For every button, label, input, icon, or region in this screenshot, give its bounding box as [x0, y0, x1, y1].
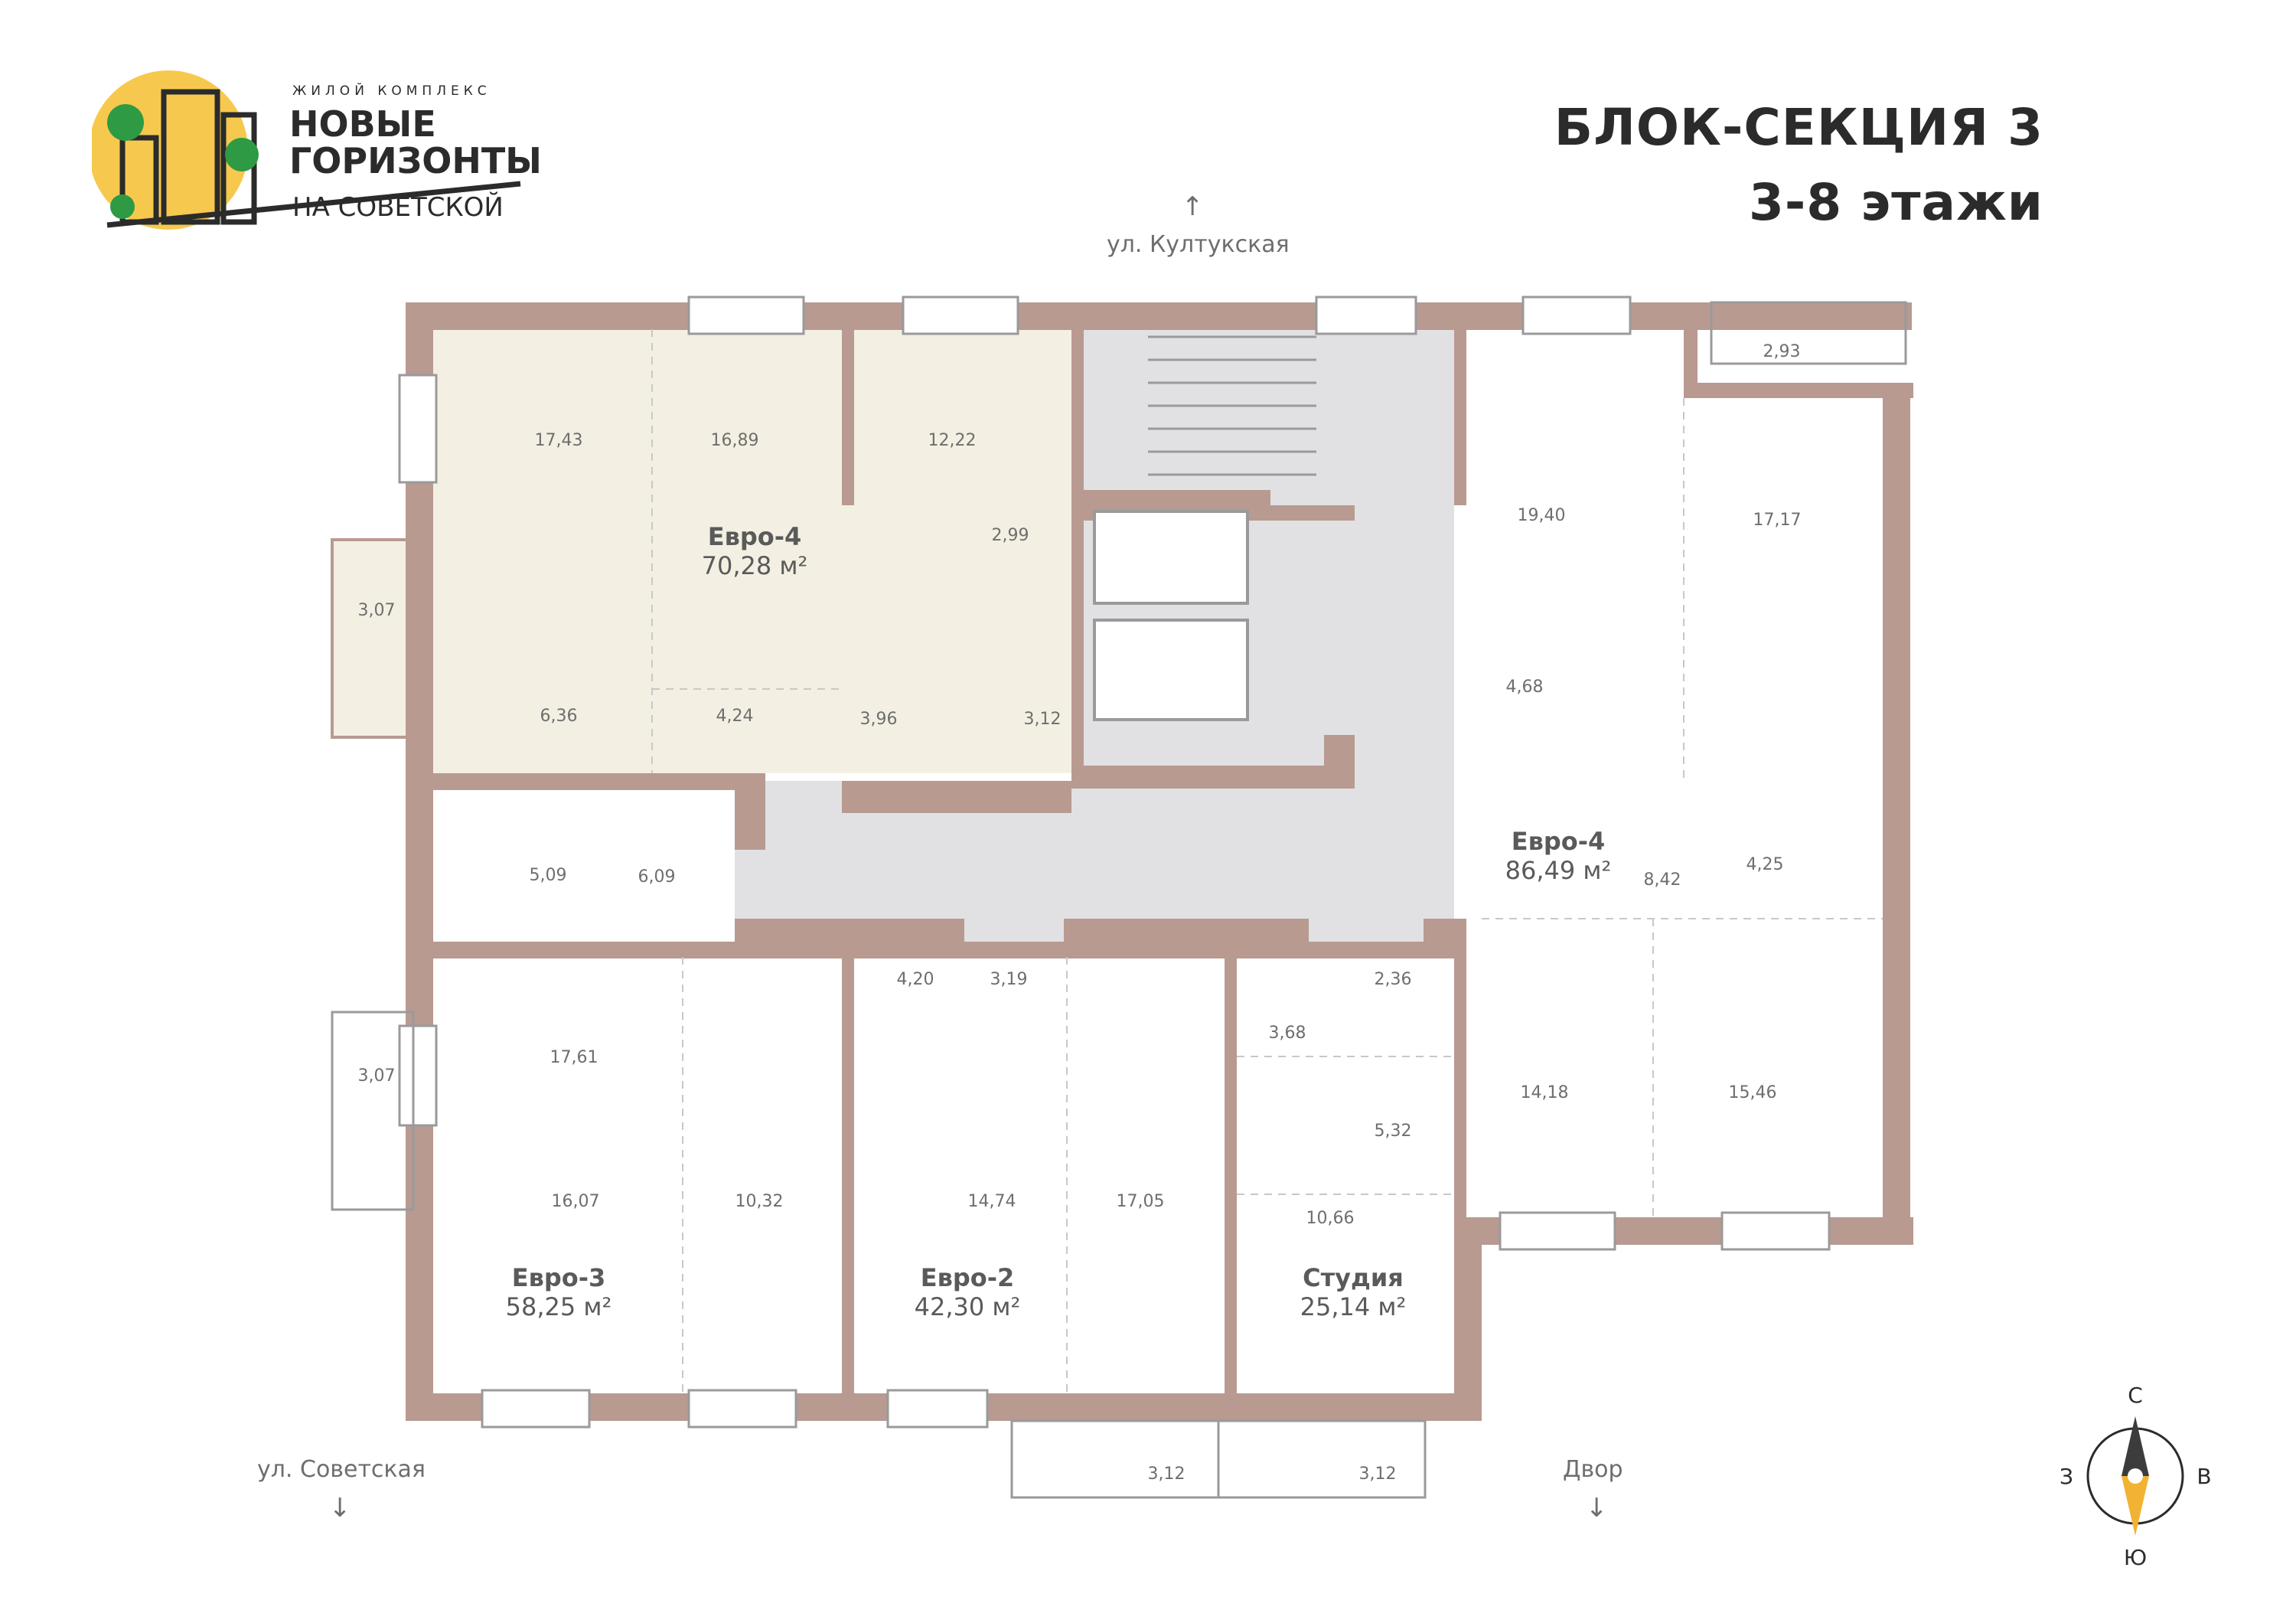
compass-n: С: [2128, 1383, 2143, 1408]
balconies: [331, 301, 1907, 1499]
room-area: 4,24: [716, 707, 754, 726]
room-area: 6,36: [540, 707, 578, 726]
stairs: [1148, 335, 1316, 476]
logo-buildings-icon: [119, 89, 257, 225]
block-title: БЛОК-СЕКЦИЯ 3: [1554, 98, 2043, 157]
room-area: 3,12: [1024, 710, 1062, 729]
compass-needle-icon: [2122, 1416, 2149, 1476]
apt-type-2: Евро-4: [1512, 827, 1606, 856]
room-area: 17,43: [535, 431, 583, 450]
room-area: 2,36: [1375, 970, 1412, 989]
room-area: 8,42: [1644, 870, 1681, 890]
room-area: 6,09: [638, 867, 676, 887]
apt-type-4: Евро-2: [921, 1263, 1015, 1292]
room-area: 10,66: [1306, 1209, 1355, 1228]
compass: С Ю З В: [2051, 1378, 2219, 1577]
room-area: 14,18: [1521, 1083, 1569, 1102]
north-arrow-icon: ↑: [1182, 191, 1204, 222]
room-area: 16,89: [711, 431, 759, 450]
logo-line2: ГОРИЗОНТЫ: [289, 140, 542, 181]
balcony-west-top: [331, 538, 415, 739]
apt-area-4: 42,30 м²: [915, 1292, 1021, 1321]
logo: ЖИЛОЙ КОМПЛЕКС НОВЫЕ ГОРИЗОНТЫ НА СОВЕТС…: [89, 61, 551, 245]
yard-arrow-icon: ↓: [1586, 1493, 1608, 1523]
apt-area-1: 70,28 м²: [702, 551, 808, 580]
room-area: 17,17: [1753, 511, 1802, 530]
apt-type-3: Евро-3: [512, 1263, 606, 1292]
room-area: 2,99: [992, 526, 1029, 545]
room-area: 3,07: [358, 601, 396, 620]
compass-s: Ю: [2124, 1545, 2147, 1570]
windows: [398, 296, 1831, 1429]
compass-e: В: [2197, 1464, 2211, 1489]
room-area: 4,25: [1746, 855, 1784, 874]
room-area: 3,19: [990, 970, 1028, 989]
room-area: 17,61: [550, 1048, 598, 1067]
room-area: 12,22: [928, 431, 977, 450]
room-area: 16,07: [552, 1192, 600, 1211]
apt-type-5: Студия: [1303, 1263, 1404, 1292]
room-area: 5,32: [1375, 1122, 1412, 1141]
logo-line3: НА СОВЕТСКОЙ: [292, 191, 504, 223]
apt-type-1: Евро-4: [708, 522, 802, 551]
street-southwest: ул. Советская: [257, 1456, 426, 1483]
room-area: 3,12: [1148, 1465, 1186, 1484]
room-area: 17,05: [1117, 1192, 1165, 1211]
southwest-arrow-icon: ↓: [329, 1493, 351, 1523]
room-area: 4,20: [897, 970, 934, 989]
room-area: 2,93: [1763, 342, 1801, 361]
room-area: 3,96: [860, 710, 898, 729]
room-area: 3,07: [358, 1066, 396, 1086]
room-area: 3,12: [1359, 1465, 1397, 1484]
apartment-euro4-west-area: [429, 329, 1071, 773]
room-area: 4,68: [1506, 678, 1544, 697]
apt-area-2: 86,49 м²: [1505, 856, 1612, 885]
apt-area-5: 25,14 м²: [1300, 1292, 1407, 1321]
room-area: 10,32: [735, 1192, 784, 1211]
room-area: 19,40: [1518, 506, 1566, 525]
elevator-shafts: [1093, 510, 1249, 721]
street-yard: Двор: [1563, 1456, 1623, 1483]
room-area: 5,09: [530, 866, 567, 885]
room-area: 14,74: [968, 1192, 1016, 1211]
logo-line1: НОВЫЕ: [289, 103, 436, 145]
compass-w: З: [2060, 1464, 2073, 1489]
street-north: ул. Култукская: [1107, 231, 1290, 258]
room-area: 3,68: [1269, 1024, 1306, 1043]
room-area: 15,46: [1729, 1083, 1777, 1102]
logo-caption: ЖИЛОЙ КОМПЛЕКС: [292, 82, 491, 99]
apt-area-3: 58,25 м²: [506, 1292, 612, 1321]
floors-title: 3-8 этажи: [1748, 173, 2043, 232]
